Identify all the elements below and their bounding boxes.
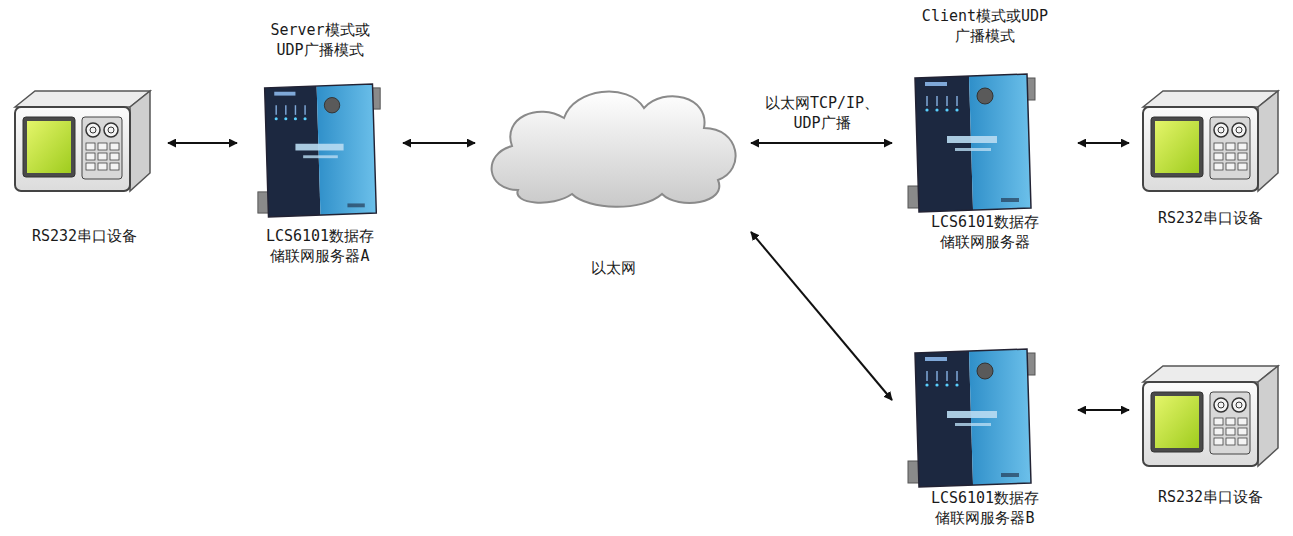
server-icon	[908, 74, 1035, 212]
server-label: LCS6101数据存 储联网服务器A	[259, 226, 381, 266]
network-label: 以太网	[591, 258, 636, 278]
bidirectional-link	[403, 142, 475, 144]
server-label: LCS6101数据存 储联网服务器B	[924, 488, 1046, 528]
server-node: LCS6101数据存 储联网服务器B	[895, 340, 1075, 534]
bidirectional-link	[751, 232, 892, 400]
link-label: 以太网TCP/IP、 UDP广播	[754, 93, 890, 133]
ethernet-cloud	[492, 92, 736, 207]
serial-device: RS232串口设备	[1132, 80, 1290, 242]
server-icon	[258, 84, 380, 217]
serial-device-icon	[15, 91, 150, 191]
bidirectional-link	[168, 142, 237, 144]
bidirectional-link	[751, 142, 892, 144]
serial-device: RS232串口设备	[1132, 355, 1290, 525]
serial-device-icon	[1143, 91, 1278, 191]
mode-label: Client模式或UDP 广播模式	[916, 6, 1054, 46]
device-label: RS232串口设备	[1158, 208, 1263, 228]
mode-label: Server模式或 UDP广播模式	[264, 20, 376, 60]
ethernet-cloud: 以太网	[478, 78, 748, 288]
serial-device-icon	[1143, 366, 1278, 466]
server-node: Server模式或 UDP广播模式 LCS6101数据存 储联网服务器A	[240, 18, 400, 278]
server-label: LCS6101数据存 储联网服务器	[924, 212, 1046, 252]
device-label: RS232串口设备	[1158, 487, 1263, 507]
device-label: RS232串口设备	[32, 226, 137, 246]
server-node: Client模式或UDP 广播模式 LCS6101数据存 储联网服务器	[895, 4, 1075, 260]
bidirectional-link	[1078, 142, 1129, 144]
server-icon	[908, 349, 1035, 487]
bidirectional-link	[1078, 409, 1129, 411]
serial-device: RS232串口设备	[5, 80, 165, 252]
